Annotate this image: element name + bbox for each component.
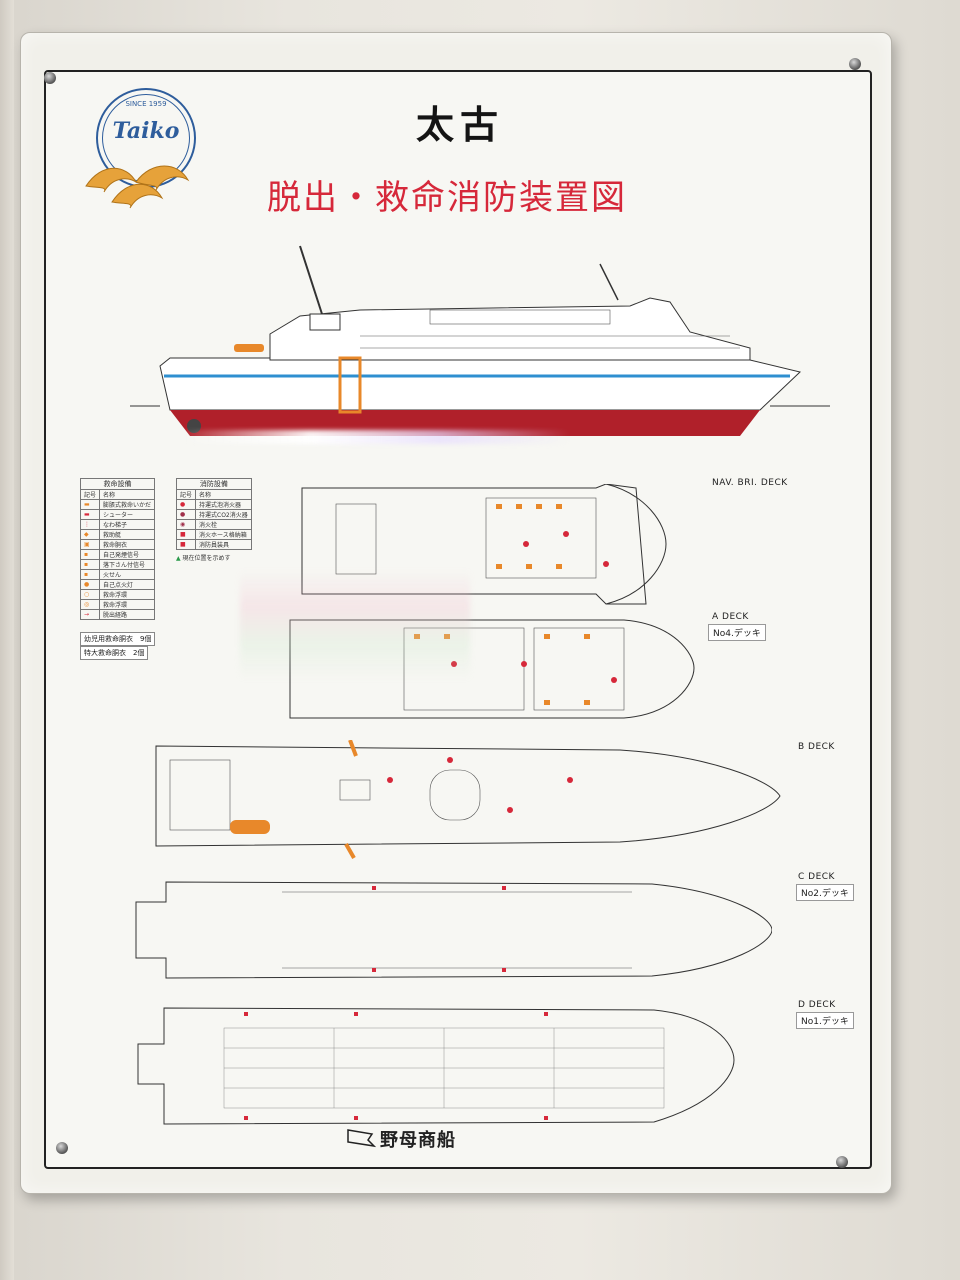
a-deck-plan	[289, 619, 695, 719]
taiko-logo: SINCE 1959 Taiko	[85, 88, 202, 216]
company-flag-icon	[347, 1129, 376, 1148]
legend-fire-header: 消防設備	[176, 478, 252, 490]
screw-top-right	[849, 58, 861, 70]
legend-item: なわ梯子	[99, 519, 156, 530]
screw-bottom-right	[836, 1156, 848, 1168]
legend-item: 消防員装具	[195, 539, 252, 550]
legend-fire-fighting: 消防設備 記号名称 ●持運式泡消火器 ●持運式CO2消火器 ◉消火栓 ■消火ホー…	[175, 478, 252, 562]
deck-label-nav-bridge: NAV. BRI. DECK	[712, 478, 788, 488]
deck-label-c: C DECK	[798, 872, 835, 882]
b-deck-plan	[155, 740, 781, 859]
legend-item: 脱出経路	[99, 609, 156, 620]
diagram-subtitle: 脱出・救命消防装置図	[267, 178, 627, 218]
ship-name-title: 太古	[415, 102, 504, 147]
screw-bottom-left	[56, 1142, 68, 1154]
legend-item: 消火ホース格納箱	[195, 529, 252, 540]
legend-life-saving: 救命設備 記号名称 ▬膨脹式救命いかだ ▬シューター ⋮なわ梯子 ◆救助艇 ▣救…	[79, 478, 156, 620]
dolphin-icon	[85, 165, 190, 209]
deck-sub-a: No4.デッキ	[708, 624, 766, 641]
infant-lifejacket-note: 幼児用救命胴衣 9個	[80, 632, 156, 646]
deck-sub-d: No1.デッキ	[796, 1012, 854, 1029]
legend-life-col2: 名称	[99, 489, 156, 500]
glass-reflection	[240, 570, 470, 680]
ship-profile	[130, 245, 830, 436]
deck-label-b: B DECK	[798, 742, 835, 752]
c-deck-plan	[135, 881, 772, 979]
current-location-icon: ▲	[176, 555, 181, 562]
legend-item: 消火栓	[195, 519, 252, 530]
nav-bridge-deck-plan	[301, 484, 667, 605]
legend-item: 救命浮環	[99, 589, 156, 600]
company-name: 野母商船	[380, 1130, 456, 1151]
wall-trim	[0, 0, 14, 1280]
legend-item: 落下さん付信号	[99, 559, 156, 570]
legend-fire-note: 現在位置を示めす	[182, 555, 231, 562]
screw-top-left	[44, 72, 56, 84]
legend-life-col1: 記号	[79, 489, 101, 500]
legend-item: 持運式CO2消火器	[195, 509, 252, 520]
legend-item: 持運式泡消火器	[195, 499, 252, 510]
legend-life-header: 救命設備	[79, 478, 156, 490]
deck-label-d: D DECK	[798, 1000, 836, 1010]
legend-item: 救助艇	[99, 529, 156, 540]
large-lifejacket-note: 特大救命胴衣 2個	[80, 646, 149, 660]
legend-fire-col1: 記号	[175, 489, 197, 500]
legend-item: 自己点火灯	[99, 579, 156, 590]
legend-item: 火せん	[99, 569, 156, 580]
deck-sub-c: No2.デッキ	[796, 884, 854, 901]
legend-item: 自己発煙信号	[99, 549, 156, 560]
legend-item: 救命浮環	[99, 599, 156, 610]
d-deck-plan	[137, 1007, 735, 1125]
legend-item: 救命胴衣	[99, 539, 156, 550]
light-glare	[180, 430, 570, 444]
legend-fire-col2: 名称	[195, 489, 252, 500]
legend-item: 膨脹式救命いかだ	[99, 499, 156, 510]
logo-since: SINCE 1959	[125, 100, 167, 108]
legend-item: シューター	[99, 509, 156, 520]
logo-name: Taiko	[112, 118, 180, 144]
deck-label-a: A DECK	[712, 612, 749, 622]
